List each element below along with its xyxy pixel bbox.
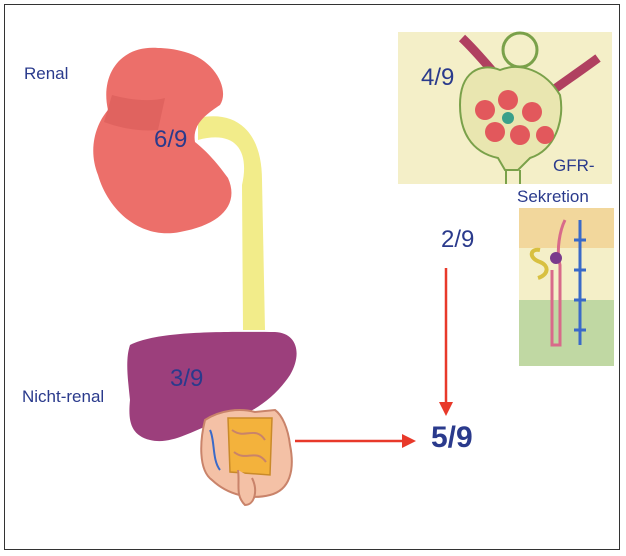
renal-label: Renal <box>24 64 68 84</box>
nonrenal-arrow <box>295 434 416 448</box>
gfr-label: GFR- <box>553 156 595 176</box>
tubule-illustration <box>519 208 614 366</box>
nicht-renal-label: Nicht-renal <box>22 387 104 407</box>
secretion-fraction: 2/9 <box>441 226 474 254</box>
sekretion-label: Sekretion <box>517 187 589 207</box>
liver-fraction: 3/9 <box>170 365 203 393</box>
result-fraction: 5/9 <box>431 421 473 455</box>
kidney-fraction: 6/9 <box>154 126 187 154</box>
glomerulus-fraction: 4/9 <box>421 64 454 92</box>
intestines <box>201 410 292 505</box>
secretion-arrow <box>439 268 453 416</box>
